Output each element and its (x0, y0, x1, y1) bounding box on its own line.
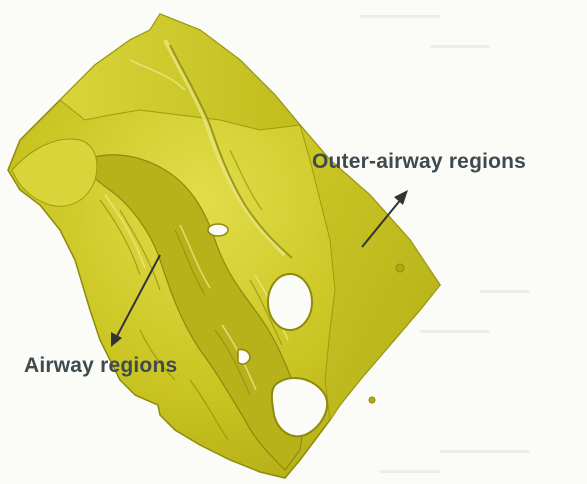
airway-model (8, 14, 440, 478)
opening-round (268, 274, 312, 330)
surface-nub (396, 264, 404, 272)
outer-airway-arrowhead (394, 190, 408, 205)
surface-nub (369, 397, 375, 403)
airway-label: Airway regions (24, 354, 177, 378)
outer-airway-label: Outer-airway regions (312, 150, 526, 174)
opening-slit (238, 349, 250, 364)
opening-small (208, 224, 228, 236)
